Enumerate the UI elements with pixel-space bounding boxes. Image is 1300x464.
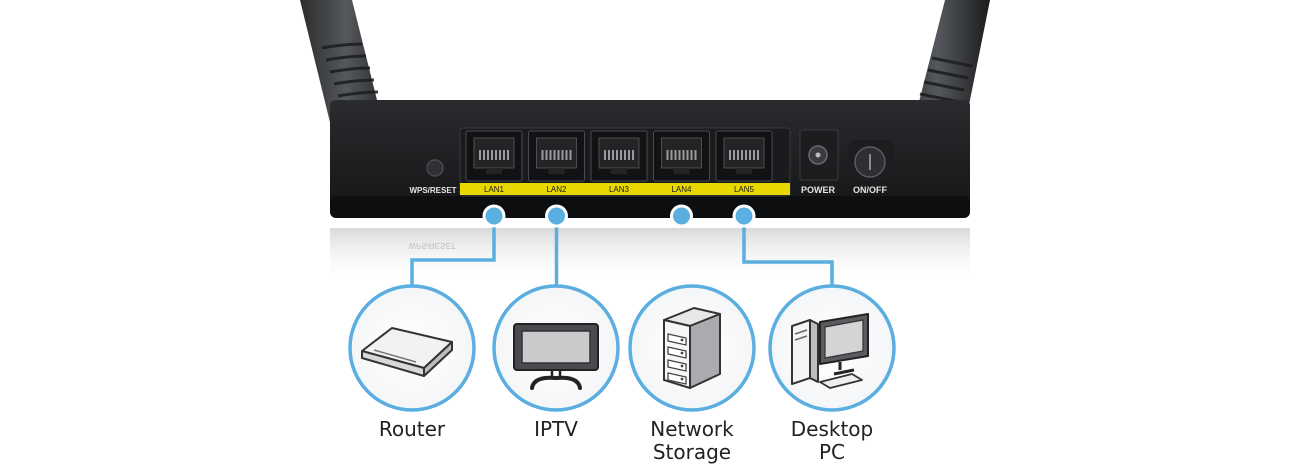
onoff-label: ON/OFF: [853, 185, 887, 195]
connector-lines: [410, 204, 834, 286]
port-lan5[interactable]: [715, 130, 773, 182]
device-router: [348, 284, 476, 412]
router-back-panel: LAN1 LAN2 LAN3 LAN4 LAN5: [330, 100, 970, 218]
port-dot-lan5: [732, 204, 756, 228]
port-lan4[interactable]: [653, 130, 710, 182]
nas-icon: [663, 307, 721, 389]
connector-router: [410, 216, 496, 286]
lan-port-strip: [460, 183, 790, 195]
port-lan3[interactable]: [590, 130, 648, 182]
network-storage-caption-line: Network: [650, 417, 734, 441]
lan-ports: LAN1 LAN2 LAN3 LAN4 LAN5: [465, 130, 773, 194]
router-caption-line: Router: [378, 417, 446, 441]
port-label-lan2: LAN2: [546, 185, 567, 194]
network-storage-caption-line: Storage: [652, 440, 732, 464]
port-lan2[interactable]: [528, 130, 585, 182]
connector-desktop-pc: [742, 216, 834, 286]
port-label-lan5: LAN5: [734, 185, 755, 194]
port-label-lan3: LAN3: [609, 185, 630, 194]
router-icon: [361, 327, 453, 377]
wps-reset-button[interactable]: [426, 159, 444, 177]
device-circles: [348, 284, 896, 412]
desktop-pc-caption-line: Desktop: [790, 417, 874, 441]
port-label-lan1: LAN1: [484, 185, 505, 194]
port-dot-lan2: [545, 204, 568, 228]
wps-reset-label: WPS/RESET: [409, 186, 456, 195]
device-network-storage: [628, 284, 756, 412]
iptv-caption: IPTV: [476, 418, 636, 441]
router-reflection: WPS/RESET: [330, 228, 970, 283]
port-lan1[interactable]: [465, 130, 523, 182]
wps-reset-reflection-text: WPS/RESET: [408, 241, 455, 250]
port-dot-lan1: [482, 204, 506, 228]
power-label: POWER: [801, 185, 836, 195]
device-iptv: [492, 284, 620, 412]
desktop-pc-icon: [791, 313, 869, 389]
router-caption: Router: [332, 418, 492, 441]
tv-icon: [513, 323, 599, 390]
port-label-lan4: LAN4: [671, 185, 692, 194]
desktop-pc-caption-line: PC: [818, 440, 846, 464]
power-jack-pin: [815, 152, 821, 158]
port-dot-lan4: [670, 204, 693, 228]
device-desktop-pc: [768, 284, 896, 412]
iptv-caption-line: IPTV: [534, 417, 578, 441]
